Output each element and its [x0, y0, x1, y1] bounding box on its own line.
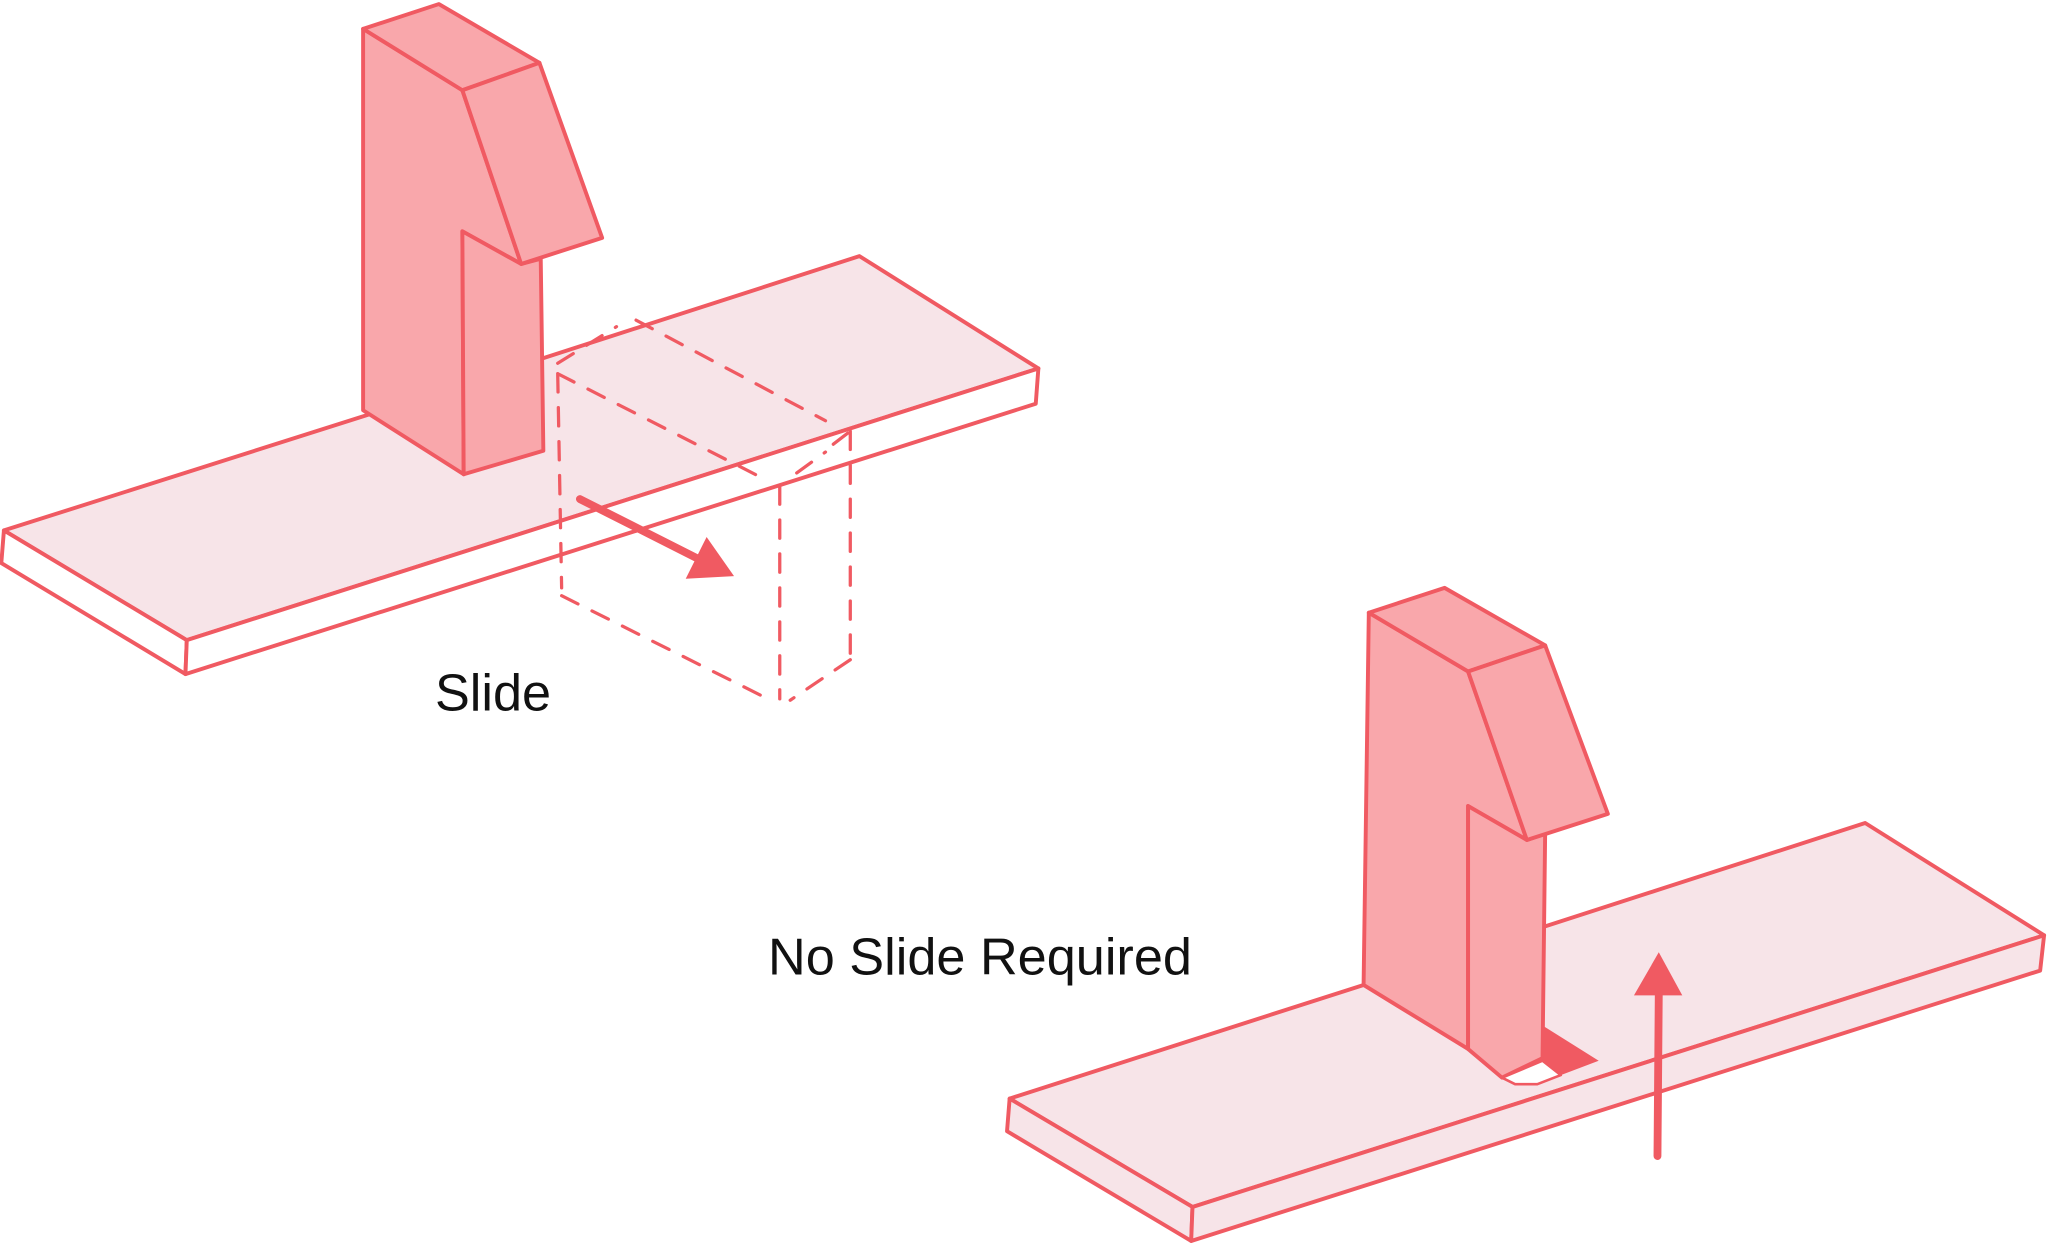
- upright-front: [460, 229, 546, 477]
- ghost-position-outline: [556, 318, 852, 702]
- upright-slant: [460, 60, 605, 266]
- lift-arrow-shaft: [1653, 988, 1663, 1160]
- slide-arrow-shaft: [575, 495, 703, 564]
- slide-arrow-head: [685, 536, 735, 579]
- lift-arrow-head: [1633, 952, 1683, 996]
- board-front-long: [183, 366, 1041, 677]
- upright-front: [1466, 804, 1548, 1080]
- hinge-slot: [1500, 1059, 1563, 1086]
- slide-figure: Slide: [0, 2, 1041, 723]
- hinge-tab: [1542, 1025, 1599, 1076]
- no-slide-figure: No Slide Required: [768, 585, 2047, 1243]
- slide-label: Slide: [435, 665, 551, 723]
- upright-slant: [1466, 643, 1610, 842]
- no-slide-label: No Slide Required: [768, 929, 1192, 987]
- board-front-long: [1189, 933, 2047, 1243]
